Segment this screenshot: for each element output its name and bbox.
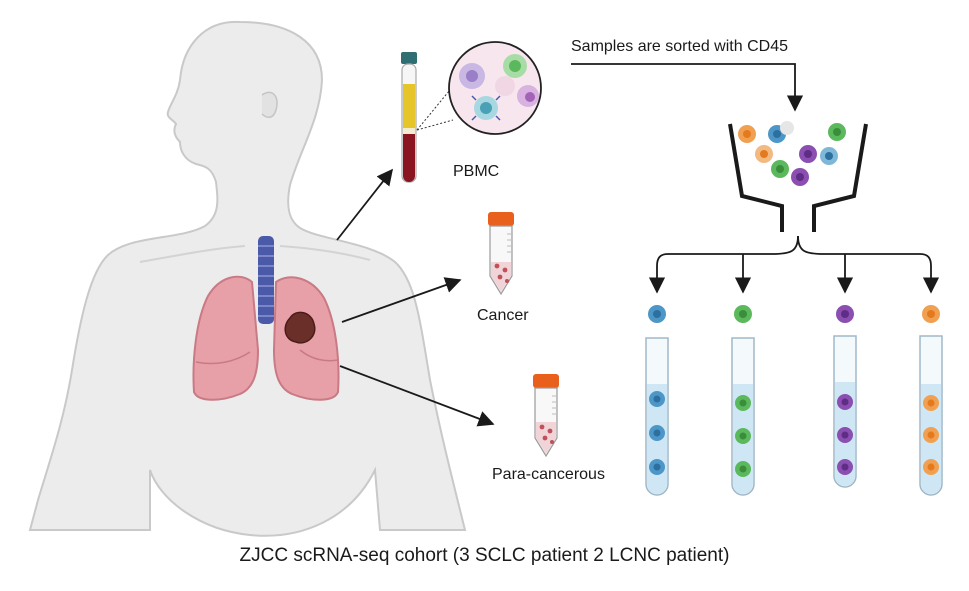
sorting-funnel <box>728 121 868 232</box>
collarbone-right <box>279 245 371 261</box>
lungs <box>192 236 340 401</box>
cancer-sample-tube <box>488 212 514 296</box>
lung-fissure <box>195 349 339 365</box>
sorting-label: Samples are sorted with CD45 <box>571 38 788 55</box>
test-tube-orange <box>919 335 943 496</box>
left-lung <box>192 275 260 401</box>
buffy-coat <box>403 128 415 134</box>
para-cancerous-label: Para-cancerous <box>492 466 605 483</box>
funnel-cells <box>738 121 846 186</box>
arrow-to-para-cancerous <box>339 365 495 427</box>
blood-plasma <box>403 84 415 128</box>
sorted-cell-markers <box>648 305 940 323</box>
blood-tube <box>401 52 469 183</box>
tumor <box>284 311 316 344</box>
arrow-to-funnel <box>571 63 804 112</box>
test-tube-blue <box>645 337 669 496</box>
test-tube-green <box>731 337 755 496</box>
pbmc-zoom-circle <box>448 41 542 135</box>
trachea-rings <box>258 245 274 317</box>
ear <box>261 91 278 118</box>
cancer-label: Cancer <box>477 307 529 324</box>
distribution-arrows <box>648 235 940 294</box>
arrow-to-cancer <box>341 277 462 323</box>
trachea <box>258 236 274 324</box>
collarbone-left <box>139 245 246 263</box>
para-cancerous-sample-tube <box>533 374 559 458</box>
test-tube-purple <box>833 335 857 488</box>
blood-tube-cap <box>401 52 417 64</box>
arrow-to-pbmc <box>336 168 394 241</box>
pbmc-label: PBMC <box>453 163 500 180</box>
figure-caption: ZJCC scRNA-seq cohort (3 SCLC patient 2 … <box>239 545 730 566</box>
red-cells <box>403 134 415 182</box>
